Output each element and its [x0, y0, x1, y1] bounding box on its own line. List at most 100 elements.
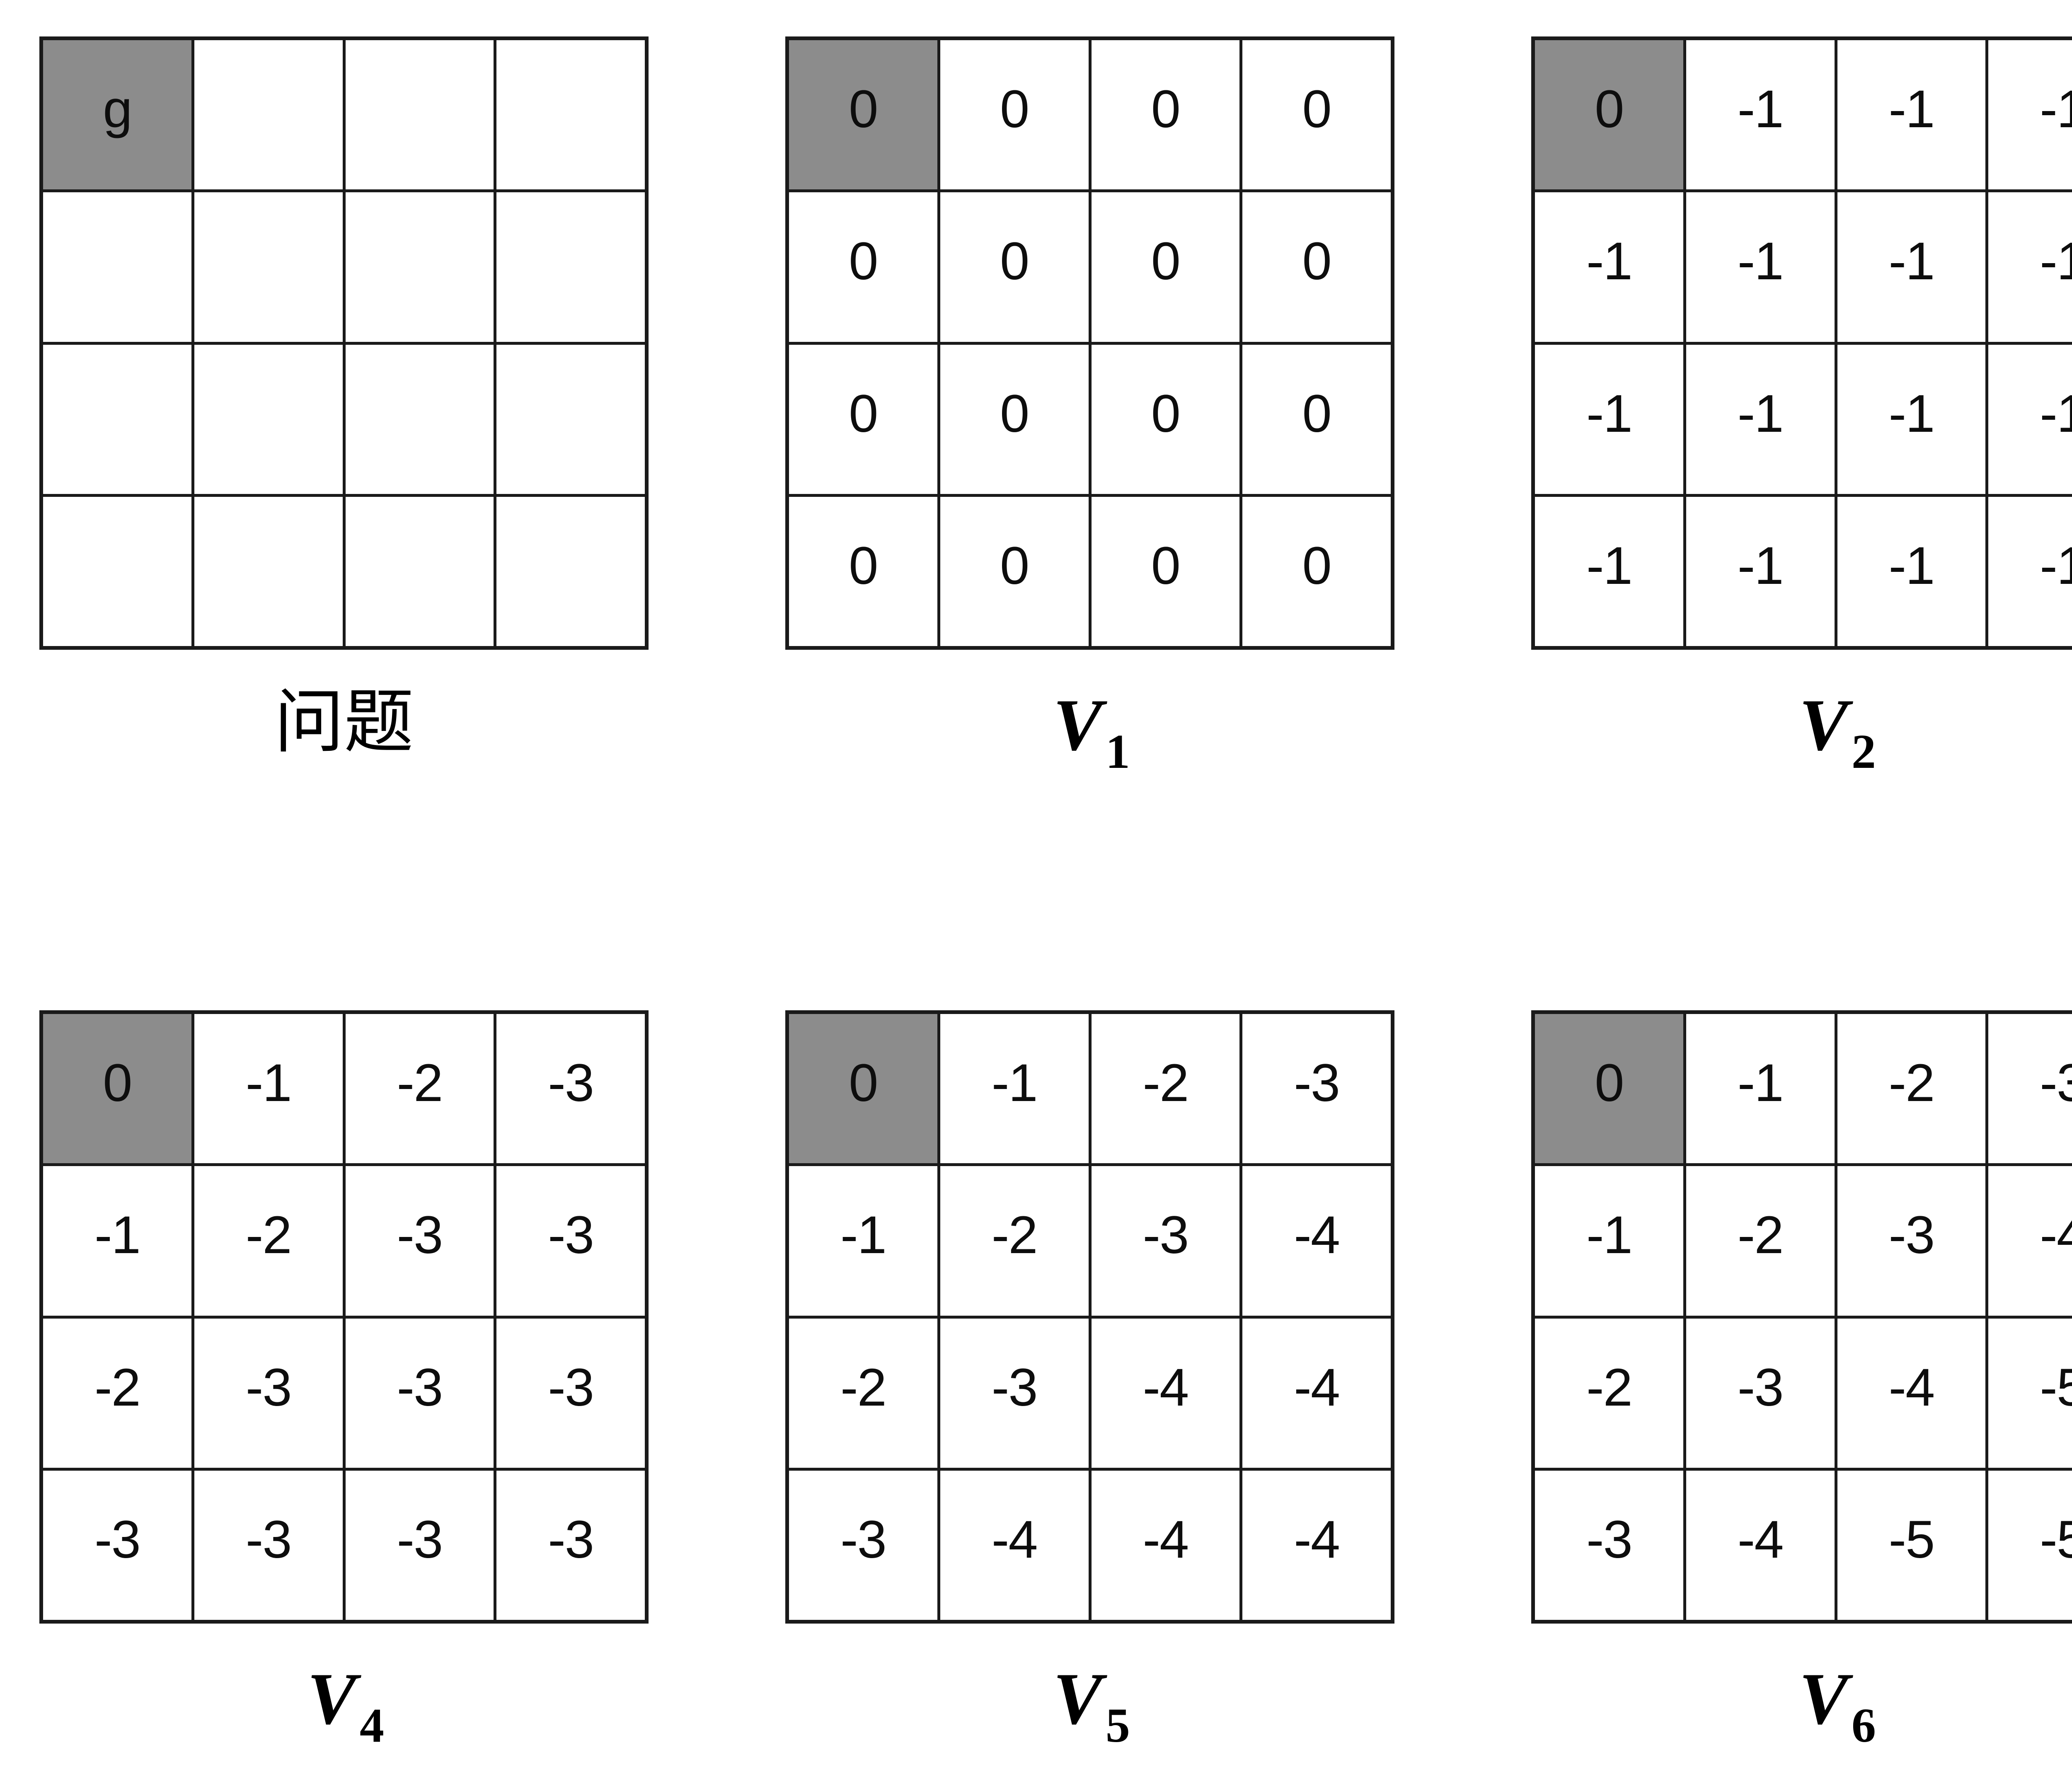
grid-cell: -2	[194, 1166, 343, 1316]
grid-cell: -3	[1535, 1470, 1683, 1620]
grid-cell: -2	[1535, 1318, 1683, 1468]
grid-cell	[43, 344, 191, 494]
grid-cell: -3	[194, 1470, 343, 1620]
grid-cell: -1	[789, 1166, 937, 1316]
grid-cell	[345, 192, 494, 342]
grid-cell: -1	[43, 1166, 191, 1316]
grid-cell: -5	[1988, 1318, 2072, 1468]
grid-cell: -4	[1242, 1166, 1391, 1316]
grid-cell: -3	[345, 1470, 494, 1620]
value-grid-v4: 0-1-2-3-1-2-3-3-2-3-3-3-3-3-3-3	[39, 1010, 649, 1624]
grid-cell: g	[43, 40, 191, 190]
grid-cell: -2	[1091, 1014, 1240, 1164]
grid-cell: -2	[789, 1318, 937, 1468]
grid-cell: 0	[789, 40, 937, 190]
grid-cell: -4	[1837, 1318, 1986, 1468]
grid-cell: 0	[1242, 496, 1391, 646]
grid-cell: -3	[496, 1470, 645, 1620]
grid-cell: -1	[1535, 1166, 1683, 1316]
grid-cell: -4	[1091, 1470, 1240, 1620]
grid-cell: -3	[1988, 1014, 2072, 1164]
grid-cell: -3	[345, 1318, 494, 1468]
grid-cell	[496, 192, 645, 342]
caption-text: 问题	[274, 684, 414, 761]
caption-subscript: 5	[1105, 1698, 1130, 1752]
panel-caption-v5: V5	[785, 1662, 1394, 1750]
grid-cell: -2	[940, 1166, 1089, 1316]
grid-cell: -3	[789, 1470, 937, 1620]
grid-cell	[345, 40, 494, 190]
grid-cell	[194, 192, 343, 342]
grid-cell: -1	[1837, 496, 1986, 646]
value-grid-v5: 0-1-2-3-1-2-3-4-2-3-4-4-3-4-4-4	[785, 1010, 1394, 1624]
grid-cell: -1	[1535, 344, 1683, 494]
grid-cell: -1	[1686, 1014, 1835, 1164]
panel-caption-v4: V4	[39, 1662, 649, 1750]
grid-cell: 0	[789, 344, 937, 494]
grid-cell: -3	[496, 1166, 645, 1316]
grid-cell: 0	[1091, 192, 1240, 342]
grid-cell: -3	[194, 1318, 343, 1468]
grid-cell: -5	[1988, 1470, 2072, 1620]
caption-subscript: 1	[1105, 724, 1130, 779]
grid-cell	[345, 496, 494, 646]
caption-symbol: V	[307, 1658, 356, 1740]
grid-cell: -3	[940, 1318, 1089, 1468]
grid-cell: 0	[1535, 1014, 1683, 1164]
grid-cell: -3	[496, 1318, 645, 1468]
grid-cell	[194, 40, 343, 190]
caption-symbol: V	[1799, 684, 1848, 766]
grid-cell: -4	[1242, 1318, 1391, 1468]
panel-caption-v2: V2	[1531, 688, 2072, 776]
grid-cell: 0	[1091, 344, 1240, 494]
grid-cell	[496, 344, 645, 494]
grid-cell	[194, 344, 343, 494]
grid-cell: 0	[789, 192, 937, 342]
grid-cell	[496, 40, 645, 190]
grid-cell: -3	[1242, 1014, 1391, 1164]
grid-cell: -4	[1091, 1318, 1240, 1468]
caption-symbol: V	[1053, 684, 1102, 766]
grid-cell: -4	[1988, 1166, 2072, 1316]
panel-caption-problem: 问题	[39, 688, 649, 758]
grid-cell: -3	[1686, 1318, 1835, 1468]
grid-cell: -1	[1686, 496, 1835, 646]
caption-subscript: 2	[1851, 724, 1876, 779]
grid-cell: 0	[940, 496, 1089, 646]
grid-cell: -3	[496, 1014, 645, 1164]
panel-caption-v6: V6	[1531, 1662, 2072, 1750]
grid-cell: 0	[1242, 192, 1391, 342]
grid-cell: -3	[1837, 1166, 1986, 1316]
grid-cell: -4	[940, 1470, 1089, 1620]
caption-symbol: V	[1053, 1658, 1102, 1740]
grid-cell: -1	[1988, 40, 2072, 190]
grid-cell: 0	[1091, 40, 1240, 190]
grid-cell: 0	[940, 40, 1089, 190]
grid-cell	[43, 496, 191, 646]
grid-cell: -1	[1837, 344, 1986, 494]
grid-cell: -1	[1837, 192, 1986, 342]
grid-cell: -1	[194, 1014, 343, 1164]
panel-problem: g 问题	[0, 0, 746, 974]
grid-cell: -1	[1535, 192, 1683, 342]
caption-symbol: V	[1799, 1658, 1848, 1740]
grid-cell: -3	[1091, 1166, 1240, 1316]
grid-cell: -3	[345, 1166, 494, 1316]
grid-cell: 0	[1242, 40, 1391, 190]
grid-cell: 0	[789, 1014, 937, 1164]
caption-subscript: 4	[359, 1698, 384, 1752]
value-grid-v2: 0-1-1-1-1-1-1-1-1-1-1-1-1-1-1-1	[1531, 36, 2072, 650]
grid-cell	[194, 496, 343, 646]
grid-cell: 0	[43, 1014, 191, 1164]
grid-cell: -1	[1988, 344, 2072, 494]
grid-cell: 0	[940, 192, 1089, 342]
grid-cell: -2	[43, 1318, 191, 1468]
value-grid-problem: g	[39, 36, 649, 650]
caption-subscript: 6	[1851, 1698, 1876, 1752]
grid-cell: -1	[1837, 40, 1986, 190]
panel-caption-v1: V1	[785, 688, 1394, 776]
